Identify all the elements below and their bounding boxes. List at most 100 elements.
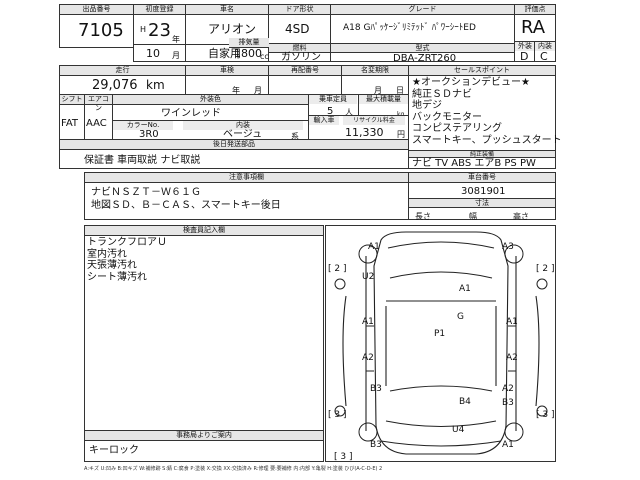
fuel-label: 燃料 [269,43,330,53]
change-label: 名変期限 [342,66,408,76]
damage-diagram: A1 A3 U2 A1 G P1 A1 A1 A2 A2 B3 B4 A2 B3… [325,225,556,462]
model: DBA-ZRT260 [393,53,457,64]
load-label: 最大積載量 [359,95,408,104]
door-label: ドア形状 [269,5,330,15]
body-no-box: 車台番号 3081901 寸法 長さ 幅 高さ [408,172,556,221]
insp-month-unit: 月 [254,86,262,95]
mileage: 29,076 [92,78,138,93]
damage-mark: A1 [362,317,374,327]
model-label: 型式 [331,43,514,53]
km-unit: km [146,78,165,92]
office-title: 事務局よりご案内 [85,431,323,441]
inspector-line: 室内汚れ [87,248,127,260]
width-label: 幅 [469,212,477,221]
notes-line: ナビＮＳＺＴ－Ｗ６１Ｇ [91,187,201,198]
lot-label: 出品番号 [60,5,133,15]
import-label: 輸入車 [309,116,339,125]
sales-point: 純正ＳＤナビ [412,88,472,100]
sales-points-title: セールスポイント [409,66,555,76]
panel-bracket: [ 2 ] [328,264,347,274]
int-label: 内装 [535,42,555,51]
damage-mark: B3 [370,440,382,450]
chg-day-unit: 日 [396,86,404,95]
damage-mark: G [457,312,464,322]
car-name: アリオン [208,22,257,36]
color-no: 3R0 [139,129,159,140]
damage-mark: A1 [368,242,380,252]
redeliv-label: 再配番号 [269,66,341,76]
damage-mark: U4 [452,425,465,435]
body-no-title: 車台番号 [409,173,555,183]
score: RA [521,17,546,38]
size-title: 寸法 [409,198,555,208]
grade: A18 Gﾊﾟｯｹｰｼﾞﾘﾐﾃｯﾄﾞ ﾊﾟﾜｰｼｰﾄED [343,23,476,33]
ext-label: 外装 [515,42,535,51]
height-label: 高さ [513,212,529,221]
recycle-label: リサイクル料金 [343,116,405,125]
office-text: キーロック [89,445,139,456]
damage-mark: B3 [370,384,382,394]
length-label: 長さ [415,212,431,221]
first-reg-box: 初度登録 H 23 年 10 月 [133,4,186,62]
mileage-box: 走行 29,076 km [59,65,186,95]
interior-label: 内装 [183,121,303,130]
equipment-title: 純正装備 [409,151,555,158]
inspector-list: トランクフロアＵ 室内汚れ 天張薄汚れ シート薄汚れ [87,237,167,283]
panel-bracket: [ 3 ] [536,410,555,420]
recycle-unit: 円 [397,130,405,139]
inspector-box: 検査員記入欄 トランクフロアＵ 室内汚れ 天張薄汚れ シート薄汚れ [84,225,324,431]
exterior-color-label: 外装色 [113,95,308,105]
delivery-docs: 保証書 車両取説 ナビ取説 [84,155,201,166]
damage-mark: A2 [506,353,518,363]
load-unit: kg [397,111,405,118]
capacity-unit: 人 [345,108,353,117]
damage-mark: A1 [459,284,471,294]
inspector-title: 検査員記入欄 [85,226,323,236]
equipment-box: 純正装備 [408,150,556,169]
car-name-label: 車名 [186,5,268,15]
ac: AAC [86,118,107,129]
recycle-fee: 11,330 [345,126,384,139]
sales-point: ★オークションデビュー★ [412,77,530,88]
month-unit: 月 [172,51,180,60]
score-box: 評価点 RA 外装 内装 D C [514,4,556,63]
legend: A:キズ U:凹み B:凹キズ W:補修跡 S:錆 C:腐食 P:塗装 X:交換… [84,466,383,472]
sales-points-box: セールスポイント ★オークションデビュー★ 純正ＳＤナビ 地デジ バックモニター… [408,65,562,151]
fuel: ガソリン [281,52,321,63]
cc-unit: cc [260,52,269,61]
notes-title: 注意事項欄 [85,173,408,183]
sales-point: スマートキー、プッシュスタート [412,134,562,146]
sales-point: 地デジ [412,100,442,111]
delivery-docs-title: 後日発送部品 [60,140,408,150]
capacity-box: 乗車定員 最大積載量 5 人 kg 輸入車 リサイクル料金 11,330 円 [308,94,409,140]
ac-box: エアコン AAC [84,94,113,140]
damage-mark: P1 [434,329,446,339]
displacement-box: 排気量 1800 cc [185,38,331,62]
lot-number: 7105 [78,20,124,41]
inspection-box: 車検 年 月 [185,65,269,95]
grade-label: グレード [331,5,514,15]
reg-month: 10 [146,47,160,60]
displacement: 1800 [234,47,262,60]
damage-mark: A2 [362,353,374,363]
shift: FAT [61,118,79,129]
sales-point: バックモニター [412,111,482,123]
notes-line: 地図ＳＤ、Ｂ－ＣＡＳ、スマートキー後日 [91,200,281,211]
int-score: C [540,50,548,63]
shift-box: シフト FAT [59,94,85,140]
inspector-line: 天張薄汚れ [87,260,137,271]
change-box: 名変期限 月 日 [341,65,409,95]
body-no: 3081901 [461,186,506,197]
color-no-label: カラーNo. [113,121,173,130]
notes-box: 注意事項欄 ナビＮＳＺＴ－Ｗ６１Ｇ 地図ＳＤ、Ｂ－ＣＡＳ、スマートキー後日 [84,172,409,220]
door-type: 4SD [285,22,310,36]
shift-label: シフト [60,95,84,105]
inspector-line: トランクフロアＵ [87,237,167,248]
exterior-color: ワインレッド [161,108,221,119]
panel-bracket: [ 3 ] [328,410,347,420]
interior-color: ベージュ [223,129,263,140]
first-reg-label: 初度登録 [134,5,185,15]
inspector-line: シート薄汚れ [87,271,147,283]
damage-mark: A1 [502,440,514,450]
chg-month-unit: 月 [374,86,382,95]
